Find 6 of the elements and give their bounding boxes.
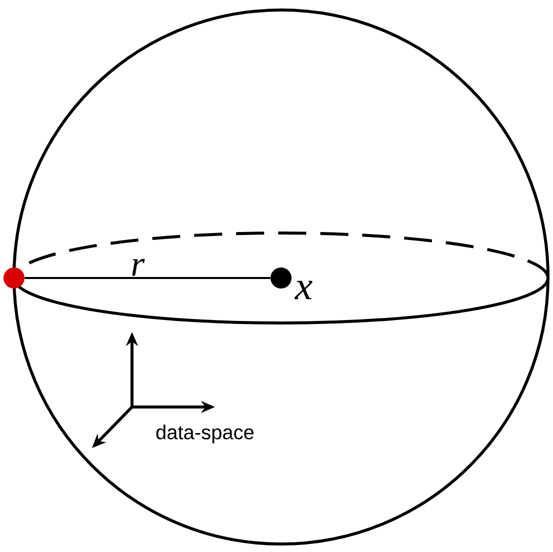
point-label: x (294, 280, 312, 300)
radius-line (24, 277, 270, 279)
axis-label: data-space (156, 424, 254, 444)
endpoint-dot (4, 268, 24, 288)
center-dot (270, 268, 292, 288)
edge-label: r (132, 258, 145, 276)
